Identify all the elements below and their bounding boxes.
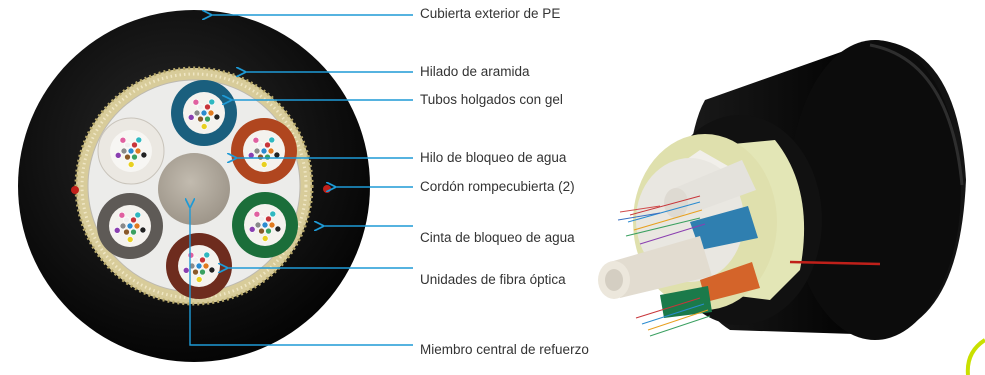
cable-3d-central-rod — [610, 236, 712, 298]
fiber-strand — [208, 266, 216, 274]
fiber-strand — [140, 151, 148, 159]
fiber-strand — [254, 221, 262, 229]
fiber-strand — [195, 276, 203, 283]
fiber-strand — [252, 136, 260, 144]
label-water-block-tape: Cinta de bloqueo de agua — [420, 230, 575, 245]
fiber-strand — [260, 147, 268, 155]
fiber-strand — [258, 215, 265, 223]
fiber-strand — [207, 109, 215, 117]
fiber-strand — [200, 109, 208, 117]
fiber-strand — [187, 251, 195, 259]
fiber-strand — [114, 152, 122, 159]
fiber-strand — [119, 136, 127, 144]
fiber-strand — [257, 153, 264, 161]
fiber-strand — [192, 256, 199, 264]
fiber-strand — [192, 98, 200, 106]
fiber-strand — [253, 147, 261, 155]
fiber-strand — [248, 226, 256, 233]
fiber-strand — [123, 216, 130, 224]
fiber-strand — [193, 109, 201, 117]
fiber-strand — [258, 227, 265, 235]
ripcord-left — [71, 186, 79, 194]
cable-3d-ripcord — [789, 260, 881, 266]
fiber-strand — [134, 211, 142, 219]
fiber-strand — [127, 147, 135, 155]
fiber-strand — [268, 136, 276, 144]
fiber-strand — [199, 256, 206, 264]
fiber-strand — [261, 221, 269, 229]
optical-fiber-units — [113, 98, 282, 283]
fiber-strand — [187, 114, 195, 121]
fiber-strand — [202, 262, 210, 270]
fiber-strand — [130, 228, 137, 236]
fiber-strand — [192, 268, 199, 276]
fiber-strand — [265, 215, 272, 223]
cable-3d-tube-blue — [690, 206, 758, 250]
cable-3d-fibers — [617, 195, 711, 337]
label-ripcord: Cordón rompecubierta (2) — [420, 179, 575, 194]
fiber-cable-3d-icon — [598, 40, 966, 340]
fiber-strand — [268, 221, 276, 229]
fiber-strand — [139, 226, 147, 234]
fiber-strand — [135, 136, 143, 144]
label-gel-tubes: Tubos holgados con gel — [420, 92, 563, 107]
leader-central-member — [190, 206, 413, 346]
fiber-strand — [123, 228, 130, 236]
fiber-strand — [253, 210, 261, 218]
leader-lines — [190, 15, 413, 346]
fiber-strand — [133, 222, 141, 230]
fiber-strand — [213, 113, 221, 121]
fiber-strand — [269, 210, 277, 218]
fiber-strand — [264, 141, 271, 149]
fiber-strand — [120, 147, 128, 155]
fiber-strand — [267, 147, 275, 155]
fiber-strand — [119, 222, 127, 230]
fiber-strand — [195, 262, 203, 270]
fiber-strand — [130, 216, 137, 224]
fiber-strand — [260, 161, 268, 168]
fiber-strand — [208, 98, 216, 106]
fiber-strand — [182, 267, 190, 274]
label-water-block-thread: Hilo de bloqueo de agua — [420, 150, 567, 165]
fiber-strand — [197, 103, 204, 111]
fiber-strand — [197, 115, 204, 123]
central-strength-member — [158, 153, 230, 225]
fiber-cable-cross-section-icon — [18, 10, 370, 362]
label-central-member: Miembro central de refuerzo — [420, 342, 589, 357]
decorative-accent-arc — [965, 338, 985, 375]
fiber-strand — [134, 147, 142, 155]
fiber-strand — [274, 225, 282, 233]
label-pe-jacket: Cubierta exterior de PE — [420, 6, 561, 21]
fiber-strand — [131, 141, 138, 149]
cable-3d-tube-orange — [700, 262, 760, 302]
fiber-strand — [200, 123, 208, 130]
fiber-strand — [199, 268, 206, 276]
fiber-strand — [204, 115, 211, 123]
ripcord-right — [323, 185, 331, 193]
fiber-strand — [203, 251, 211, 259]
fiber-strand — [118, 211, 126, 219]
fiber-strand — [257, 141, 264, 149]
fiber-strand — [113, 227, 121, 234]
fiber-strand — [261, 235, 269, 242]
label-fiber-units: Unidades de fibra óptica — [420, 272, 566, 287]
fiber-strand — [204, 103, 211, 111]
label-aramid-yarn: Hilado de aramida — [420, 64, 530, 79]
fiber-strand — [127, 161, 135, 168]
fiber-strand — [131, 153, 138, 161]
fiber-strand — [126, 236, 134, 243]
fiber-strand — [126, 222, 134, 230]
fiber-strand — [124, 141, 131, 149]
fiber-strand — [124, 153, 131, 161]
fiber-strand — [273, 151, 281, 159]
cable-3d-tube-white — [670, 160, 756, 214]
fiber-strand — [265, 227, 272, 235]
fiber-strand — [264, 153, 271, 161]
